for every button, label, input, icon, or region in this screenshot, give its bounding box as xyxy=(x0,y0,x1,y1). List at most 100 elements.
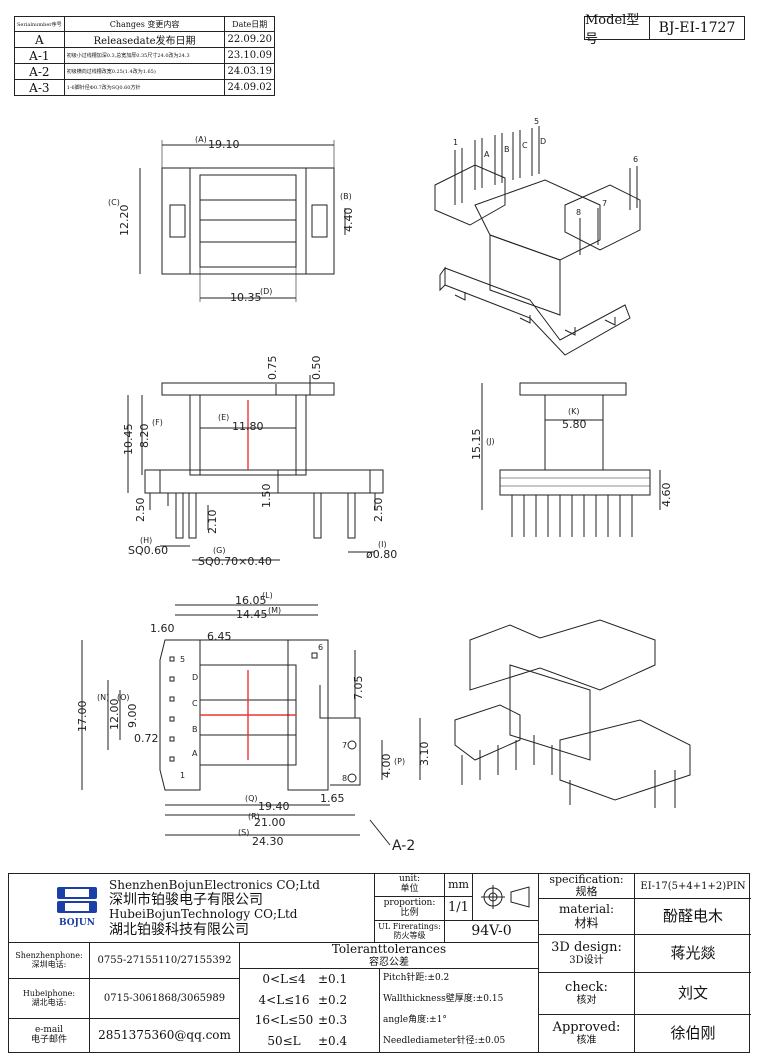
check-label-cn: 核对 xyxy=(576,995,597,1007)
dim-tag: (O) xyxy=(117,693,130,702)
pin-label: 5 xyxy=(534,117,539,126)
top-view: (A) 19.10 (B) 4.40 (C) 12.20 (D) 10.35 xyxy=(108,135,355,304)
design-label-en: 3D design: xyxy=(551,939,622,955)
dim-tag: (R) xyxy=(248,812,260,821)
logo-icon xyxy=(57,887,97,914)
dim-value: 12.00 xyxy=(108,699,121,731)
proportion-label-cn: 比例 xyxy=(400,907,419,918)
dim-value: 10.35 xyxy=(230,291,262,304)
pin-label: 6 xyxy=(318,643,323,652)
material-label-cn: 材料 xyxy=(574,915,599,930)
dim-value: 14.45 xyxy=(236,608,268,621)
dim-tag: (L) xyxy=(262,591,273,600)
dim-value: 10.45 xyxy=(122,424,135,456)
dim-value: 0.72 xyxy=(134,732,159,745)
tolerance-table: 0<L≤4±0.1 4<L≤16±0.2 16<L≤50±0.3 50≤L±0.… xyxy=(239,968,379,1052)
dim-tag: (A) xyxy=(195,135,207,144)
spec-value: EI-17(5+4+1+2)PIN xyxy=(634,874,751,898)
dim-tag: (F) xyxy=(152,418,163,427)
pin-label: B xyxy=(504,145,510,154)
company-name-en-1: ShenzhenBojunElectronics CO;Ltd xyxy=(109,878,320,893)
pin-label: D xyxy=(192,673,198,682)
tolerance-row: 4<L≤16 ±0.2 xyxy=(240,990,379,1011)
tolerance-range: 0<L≤4 xyxy=(262,971,306,986)
dim-value: 1.60 xyxy=(150,622,175,635)
dim-value: 19.40 xyxy=(258,800,290,813)
unit-label-en: unit: xyxy=(398,874,421,885)
dim-value: 7.05 xyxy=(352,676,365,701)
pin-label: 8 xyxy=(576,208,581,217)
dim-tag: (S) xyxy=(238,828,249,837)
pin-label: A xyxy=(484,150,490,159)
tolerance-row: 16<L≤50±0.3 xyxy=(240,1011,379,1032)
logo-text: BOJUN xyxy=(59,918,95,929)
tolerance-note: angle角度:±1° xyxy=(383,1014,447,1025)
dim-value: 16.05 xyxy=(235,594,267,607)
tolerance-value: ±0.3 xyxy=(318,1013,348,1028)
dim-value: 4.00 xyxy=(380,754,393,779)
dim-tag: (B) xyxy=(340,192,352,201)
dim-value: 1.50 xyxy=(260,484,273,509)
design-label: 3D design: 3D设计 xyxy=(538,934,634,972)
dim-value: 19.10 xyxy=(208,138,240,151)
pin-label: 7 xyxy=(602,199,607,208)
rev-change: 1-6脚针径Φ0.7改为SQ0.60方针 xyxy=(63,79,226,96)
proportion-label-en: proportion: xyxy=(383,897,436,908)
dim-value: SQ0.70×0.40 xyxy=(198,555,272,568)
dim-tag: (N) xyxy=(97,693,109,702)
tolerance-value: ±0.2 xyxy=(318,992,348,1007)
sz-phone-label: Shenzhenphone: 深圳电话: xyxy=(9,942,89,978)
tolerance-range: 50≤L xyxy=(267,1034,301,1049)
tolerance-row: 50≤L ±0.4 xyxy=(240,1031,379,1052)
hb-phone-label-en: Hubeiphone: xyxy=(22,988,76,998)
isometric-view-bottom xyxy=(454,619,691,808)
revision-table: Serialnumber序号 Changes 变更内容 Date日期 A Rel… xyxy=(14,16,275,96)
dim-value: 0.75 xyxy=(266,356,279,381)
material-label: material: 材料 xyxy=(538,898,634,934)
tolerance-note: Needlediameter针径:±0.05 xyxy=(383,1035,506,1046)
material-value: 酚醛电木 xyxy=(634,898,751,934)
dim-value: 5.80 xyxy=(562,418,587,431)
check-label: check: 核对 xyxy=(538,972,634,1014)
dim-value: 17.00 xyxy=(76,701,89,733)
first-angle-projection-icon xyxy=(480,885,529,909)
check-label-en: check: xyxy=(565,979,608,995)
email-label-cn: 电子邮件 xyxy=(30,1034,67,1045)
dim-value: 4.40 xyxy=(342,208,355,233)
dim-value: 24.30 xyxy=(252,835,284,848)
dim-tag: (G) xyxy=(213,546,225,555)
approved-label-en: Approved: xyxy=(552,1019,621,1035)
ul-label-cn: 防火等级 xyxy=(393,930,426,940)
dim-value: 3.10 xyxy=(418,742,431,767)
dim-value: 11.80 xyxy=(232,420,264,433)
sz-phone-label-cn: 深圳电话: xyxy=(31,959,67,969)
company-name-en-2: HubeiBojunTechnology CO;Ltd xyxy=(109,907,298,922)
dim-value: 12.20 xyxy=(118,205,131,237)
sz-phone-label-en: Shenzhenphone: xyxy=(15,950,83,960)
bojun-logo: BOJUN xyxy=(49,884,105,930)
title-block: BOJUN ShenzhenBojunElectronics CO;Ltd 深圳… xyxy=(8,872,751,1053)
isometric-view-top: 1 A B C D 5 6 7 8 xyxy=(434,117,641,356)
tolerance-note: Pitch针距:±0.2 xyxy=(383,973,450,984)
tolerance-range: 4<L≤16 xyxy=(258,992,310,1007)
pin-label: C xyxy=(522,141,528,150)
dim-value: 9.00 xyxy=(126,704,139,729)
dim-value: 21.00 xyxy=(254,816,286,829)
rev-serial: A-1 xyxy=(14,47,65,64)
tolerance-title-cn: 容忍公差 xyxy=(369,956,409,968)
pin-label: 1 xyxy=(453,138,458,147)
bottom-view: (L) 16.05 (M) 14.45 1.60 6.45 (N) (O) 17… xyxy=(76,591,431,854)
dim-value: SQ0.60 xyxy=(128,544,168,557)
dim-value: 15.15 xyxy=(470,429,483,461)
tolerance-value: ±0.4 xyxy=(318,1034,348,1049)
dim-value: 1.65 xyxy=(320,792,345,805)
company-name-cn-2: 湖北铂骏科技有限公司 xyxy=(109,922,249,939)
ul-value: 94V-0 xyxy=(444,920,538,942)
dim-value: 0.50 xyxy=(310,356,323,381)
email-value: 2851375360@qq.com xyxy=(89,1018,239,1052)
sz-phone-value: 0755-27155110/27155392 xyxy=(89,942,239,978)
design-value: 蒋光燚 xyxy=(634,934,751,972)
spec-label-en: specification: xyxy=(549,872,624,886)
revision-mark: A-2 xyxy=(392,838,415,854)
side-view: (K) 5.80 (J) 15.15 4.60 xyxy=(470,382,673,537)
